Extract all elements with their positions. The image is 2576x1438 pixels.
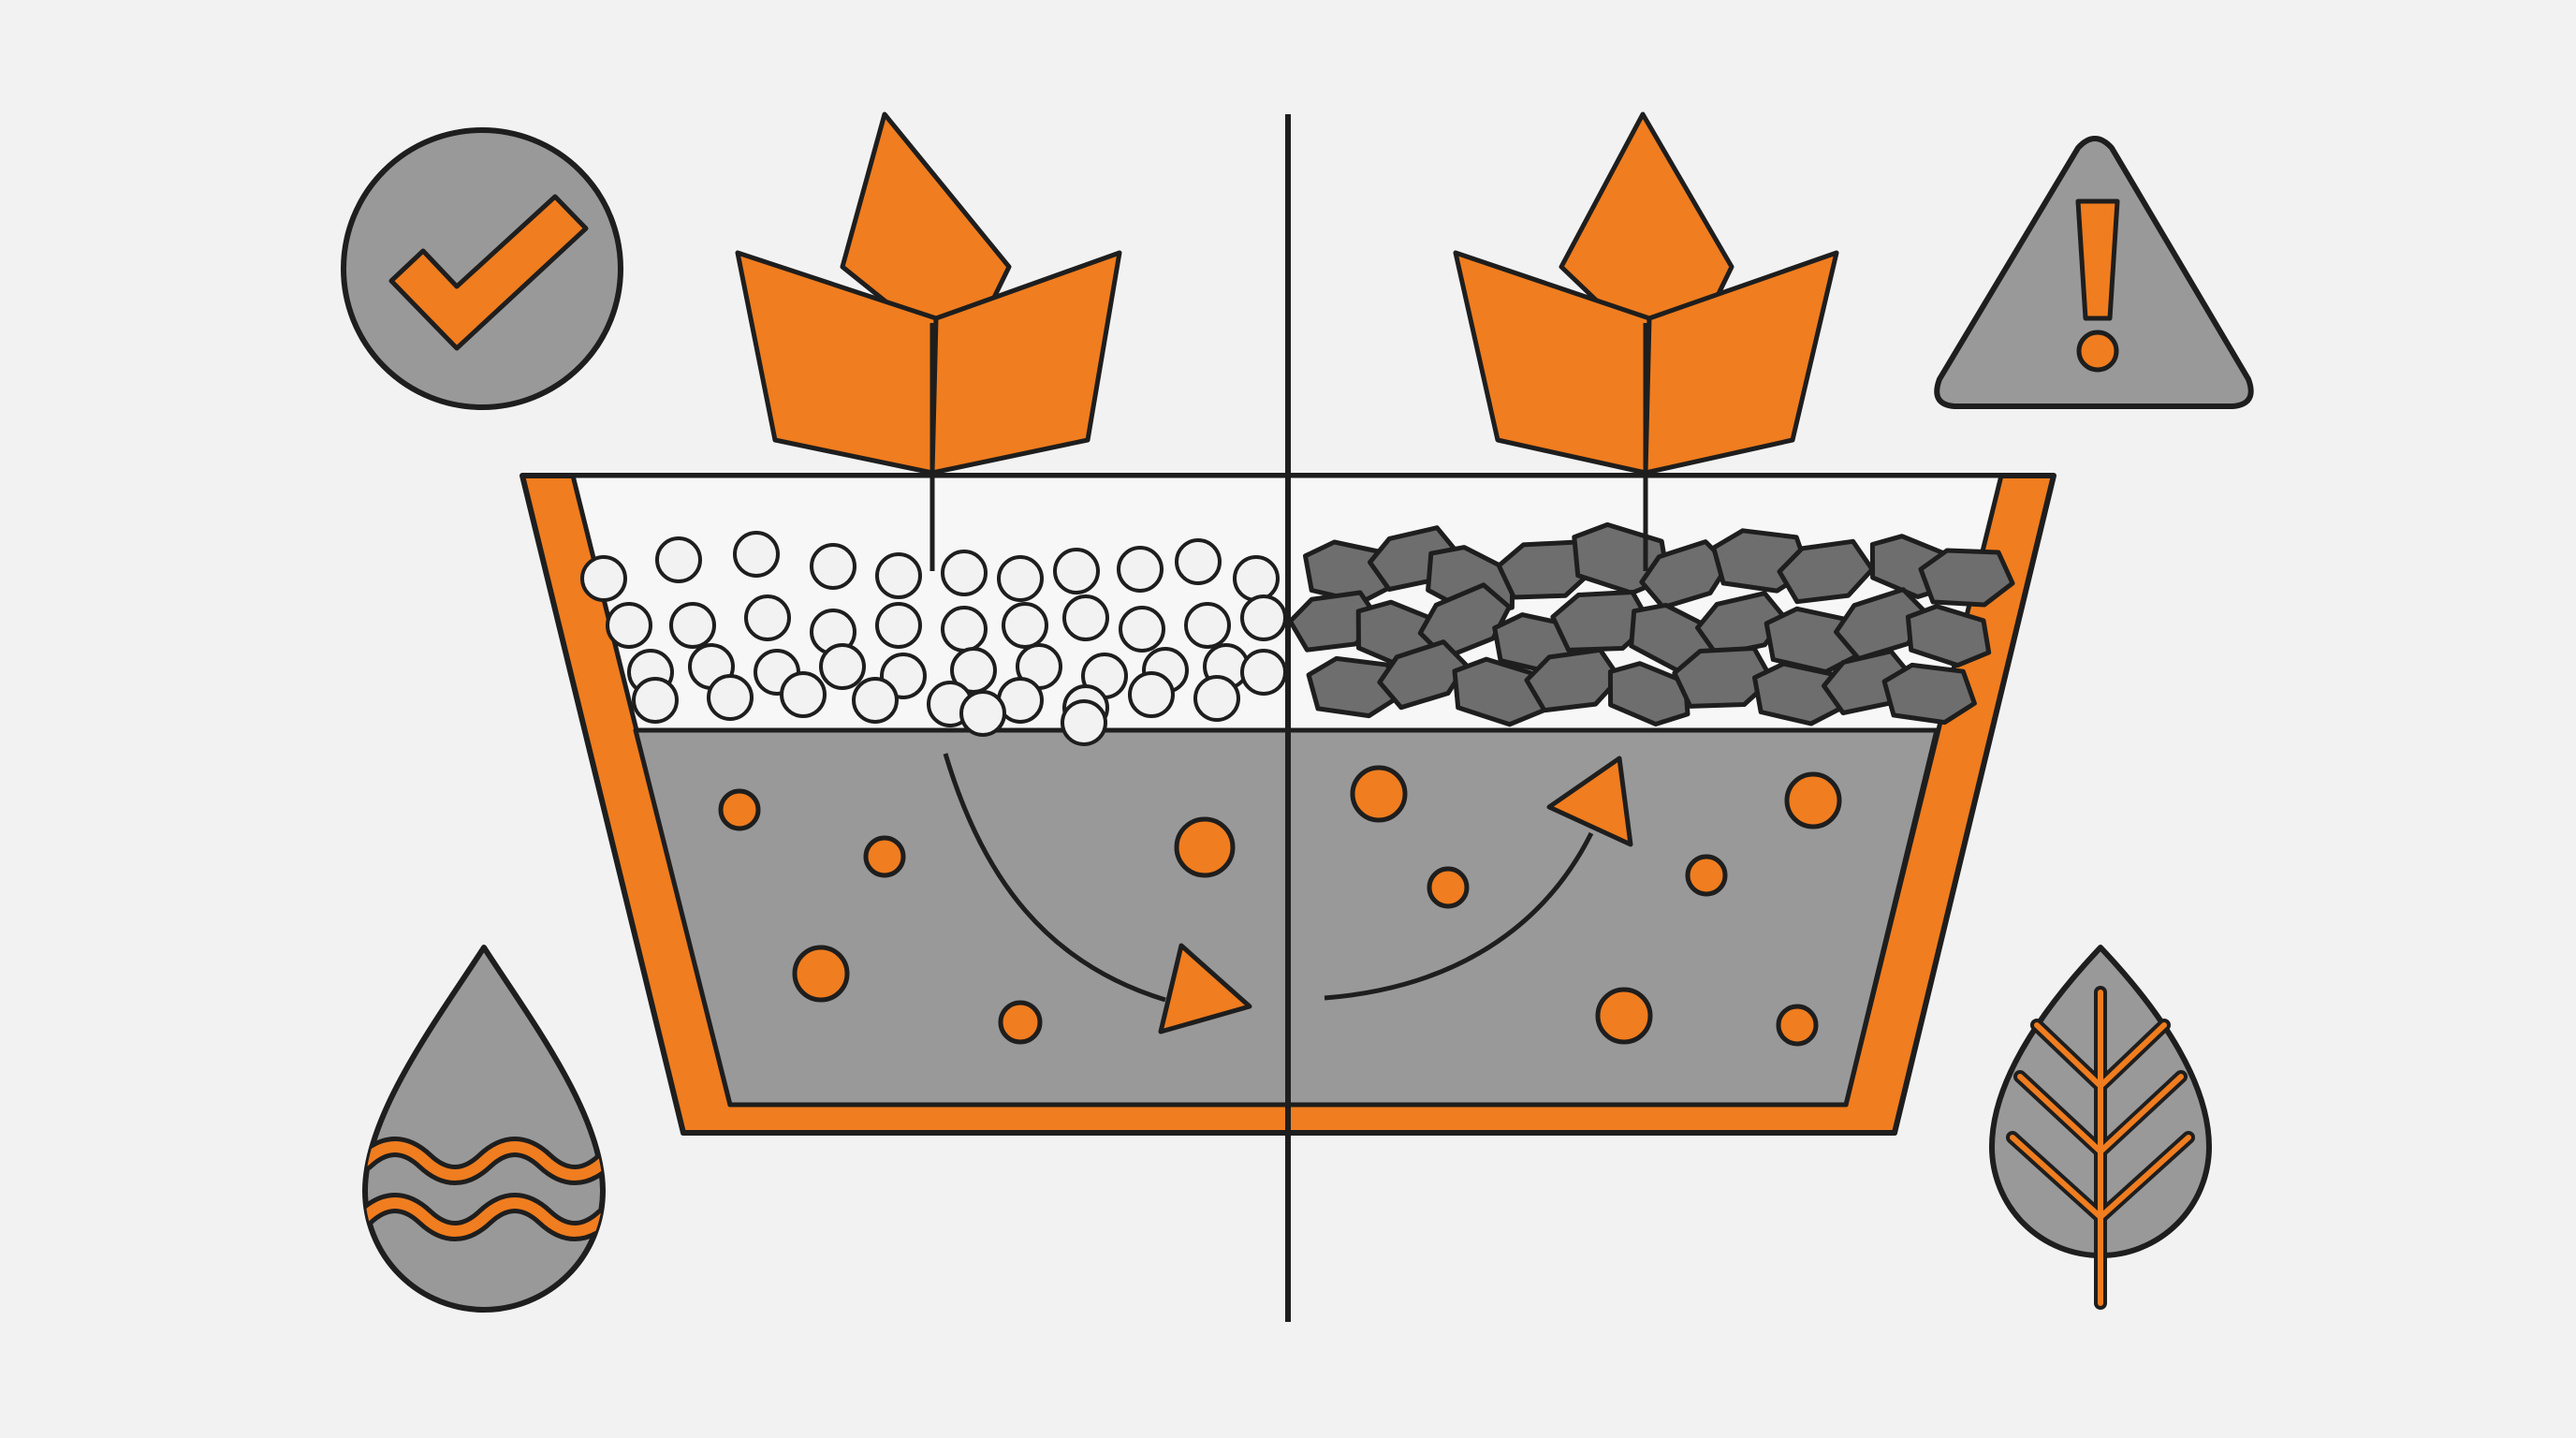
- pebble: [669, 602, 716, 649]
- sprout-left: [735, 111, 1122, 571]
- pebble: [1233, 555, 1280, 602]
- pebble-layer: [580, 531, 1287, 746]
- nutrient-dot: [1427, 866, 1470, 909]
- pebble: [580, 555, 627, 602]
- pebble: [1002, 602, 1048, 649]
- pebble: [950, 647, 997, 694]
- flow-arrow-down: [943, 753, 1252, 1034]
- nutrient-dot: [718, 788, 761, 831]
- pebble: [1175, 538, 1222, 585]
- pebble: [1117, 546, 1164, 593]
- pebble: [632, 677, 679, 724]
- warning-triangle-icon: [1934, 136, 2254, 409]
- nutrient-dot: [863, 835, 906, 878]
- stone: [1905, 604, 1992, 668]
- pebble: [875, 552, 922, 599]
- pebble: [1061, 699, 1107, 746]
- pebble: [941, 550, 988, 596]
- pebble: [1184, 602, 1231, 649]
- nutrient-dots: [718, 765, 1842, 1047]
- nutrient-dot: [1776, 1004, 1819, 1047]
- pebble: [1240, 594, 1287, 641]
- leaf-icon: [1989, 945, 2212, 1310]
- pebble: [606, 602, 652, 649]
- nutrient-dot: [1685, 854, 1728, 897]
- pebble: [707, 674, 754, 721]
- pebble: [744, 594, 791, 641]
- pebble: [780, 671, 827, 718]
- stone-layer: [1287, 521, 2015, 727]
- check-circle-icon: [341, 127, 623, 410]
- water-drop-icon: [362, 945, 606, 1313]
- pebble: [997, 555, 1044, 602]
- pebble: [959, 690, 1006, 737]
- pebble: [810, 543, 856, 590]
- nutrient-dot: [1174, 816, 1236, 878]
- pebble: [1128, 671, 1175, 718]
- pebble: [733, 531, 780, 578]
- pebble: [875, 602, 922, 649]
- sprout-right: [1453, 111, 1839, 571]
- pebble: [819, 643, 866, 690]
- flow-arrow-up: [1324, 756, 1633, 1001]
- stone: [1918, 548, 2015, 608]
- pebble: [1053, 548, 1100, 594]
- pebble: [1193, 675, 1240, 722]
- pebble: [655, 536, 702, 583]
- pebble: [1240, 649, 1287, 696]
- pebble: [852, 677, 899, 724]
- nutrient-dot: [1350, 765, 1408, 823]
- nutrient-dot: [998, 1000, 1043, 1045]
- nutrient-dot: [792, 945, 850, 1003]
- stone: [1881, 662, 1977, 726]
- stone: [1607, 661, 1690, 726]
- pebble: [1062, 594, 1109, 641]
- pebble: [941, 606, 988, 653]
- nutrient-dot: [1784, 771, 1842, 829]
- pebble: [1119, 606, 1165, 653]
- nutrient-dot: [1595, 987, 1653, 1045]
